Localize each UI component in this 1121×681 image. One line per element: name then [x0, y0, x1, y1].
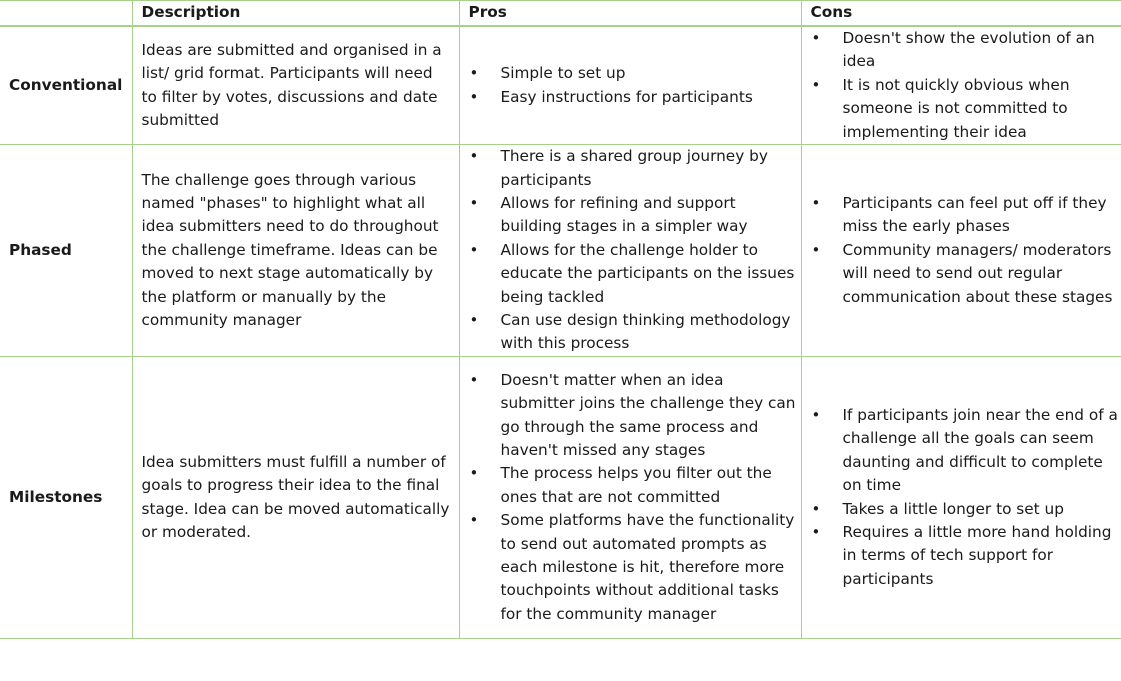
row-label: Phased	[0, 144, 133, 358]
cons-cell: Doesn't show the evolution of an idea It…	[800, 25, 1121, 146]
list-item: There is a shared group journey by parti…	[469, 145, 801, 192]
header-cons: Cons	[800, 0, 1121, 27]
cons-cell: Participants can feel put off if they mi…	[800, 144, 1121, 358]
pros-list: Doesn't matter when an idea submitter jo…	[469, 369, 801, 626]
list-item: Doesn't show the evolution of an idea	[811, 27, 1121, 74]
header-description: Description	[131, 0, 460, 27]
description-cell: The challenge goes through various named…	[131, 144, 460, 358]
description-cell: Idea submitters must fulfill a number of…	[131, 356, 460, 640]
table-row: Milestones Idea submitters must fulfill …	[0, 356, 1121, 640]
pros-cell: Doesn't matter when an idea submitter jo…	[458, 356, 802, 640]
cons-cell: If participants join near the end of a c…	[800, 356, 1121, 640]
list-item: Community managers/ moderators will need…	[811, 239, 1121, 309]
list-item: It is not quickly obvious when someone i…	[811, 74, 1121, 144]
pros-list: Simple to set up Easy instructions for p…	[469, 62, 801, 109]
list-item: Simple to set up	[469, 62, 801, 86]
table-row: Phased The challenge goes through variou…	[0, 144, 1121, 358]
pros-list: There is a shared group journey by parti…	[469, 145, 801, 356]
list-item: Allows for refining and support building…	[469, 192, 801, 239]
cons-list: Participants can feel put off if they mi…	[811, 192, 1121, 309]
cons-list: If participants join near the end of a c…	[811, 404, 1121, 591]
table-header-row: Description Pros Cons	[0, 0, 1121, 27]
header-empty	[0, 0, 133, 27]
list-item: Easy instructions for participants	[469, 86, 801, 110]
list-item: Some platforms have the functionality to…	[469, 509, 801, 626]
list-item: If participants join near the end of a c…	[811, 404, 1121, 498]
comparison-table: Description Pros Cons Conventional Ideas…	[0, 0, 1121, 639]
pros-cell: There is a shared group journey by parti…	[458, 144, 802, 358]
row-label: Milestones	[0, 356, 133, 640]
list-item: Allows for the challenge holder to educa…	[469, 239, 801, 309]
table-row: Conventional Ideas are submitted and org…	[0, 25, 1121, 146]
list-item: Doesn't matter when an idea submitter jo…	[469, 369, 801, 463]
list-item: Takes a little longer to set up	[811, 498, 1121, 522]
list-item: Participants can feel put off if they mi…	[811, 192, 1121, 239]
header-pros: Pros	[458, 0, 802, 27]
pros-cell: Simple to set up Easy instructions for p…	[458, 25, 802, 146]
row-label: Conventional	[0, 25, 133, 146]
description-cell: Ideas are submitted and organised in a l…	[131, 25, 460, 146]
list-item: Requires a little more hand holding in t…	[811, 521, 1121, 591]
list-item: The process helps you filter out the one…	[469, 462, 801, 509]
list-item: Can use design thinking methodology with…	[469, 309, 801, 356]
cons-list: Doesn't show the evolution of an idea It…	[811, 27, 1121, 144]
